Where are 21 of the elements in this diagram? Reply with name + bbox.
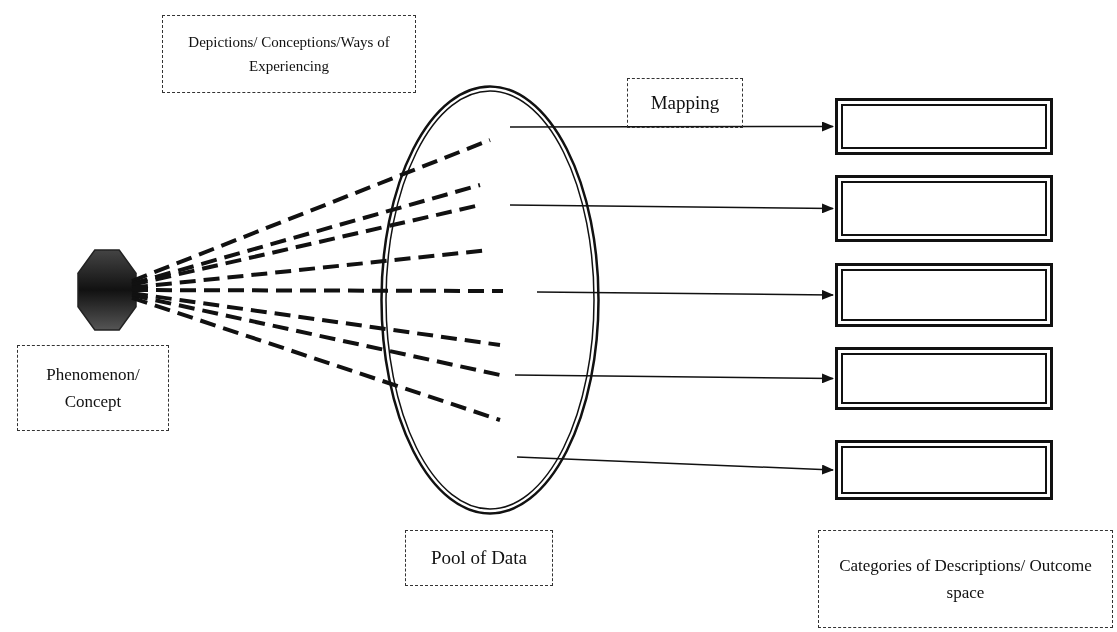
octagon-icon <box>78 250 136 330</box>
dashed-line <box>132 288 503 293</box>
category-box <box>835 263 1053 327</box>
dashed-line <box>131 293 501 377</box>
pool-ellipse <box>380 85 600 515</box>
arrow <box>536 289 834 300</box>
label-box: Pool of Data <box>405 530 553 586</box>
category-box <box>835 347 1053 410</box>
label-box: Depictions/ Conceptions/Ways of Experiencing <box>162 15 416 93</box>
label-box: Mapping <box>627 78 743 128</box>
arrow <box>509 203 834 214</box>
arrow <box>516 456 834 475</box>
arrow <box>514 373 834 384</box>
dashed-line <box>131 138 491 283</box>
category-box <box>835 175 1053 242</box>
category-box <box>835 98 1053 155</box>
label-box: Categories of Descriptions/ Outcome space <box>818 530 1113 628</box>
arrow <box>509 121 834 132</box>
category-box <box>835 440 1053 500</box>
dashed-line <box>131 295 501 422</box>
label-box: Phenomenon/ Concept <box>17 345 169 431</box>
